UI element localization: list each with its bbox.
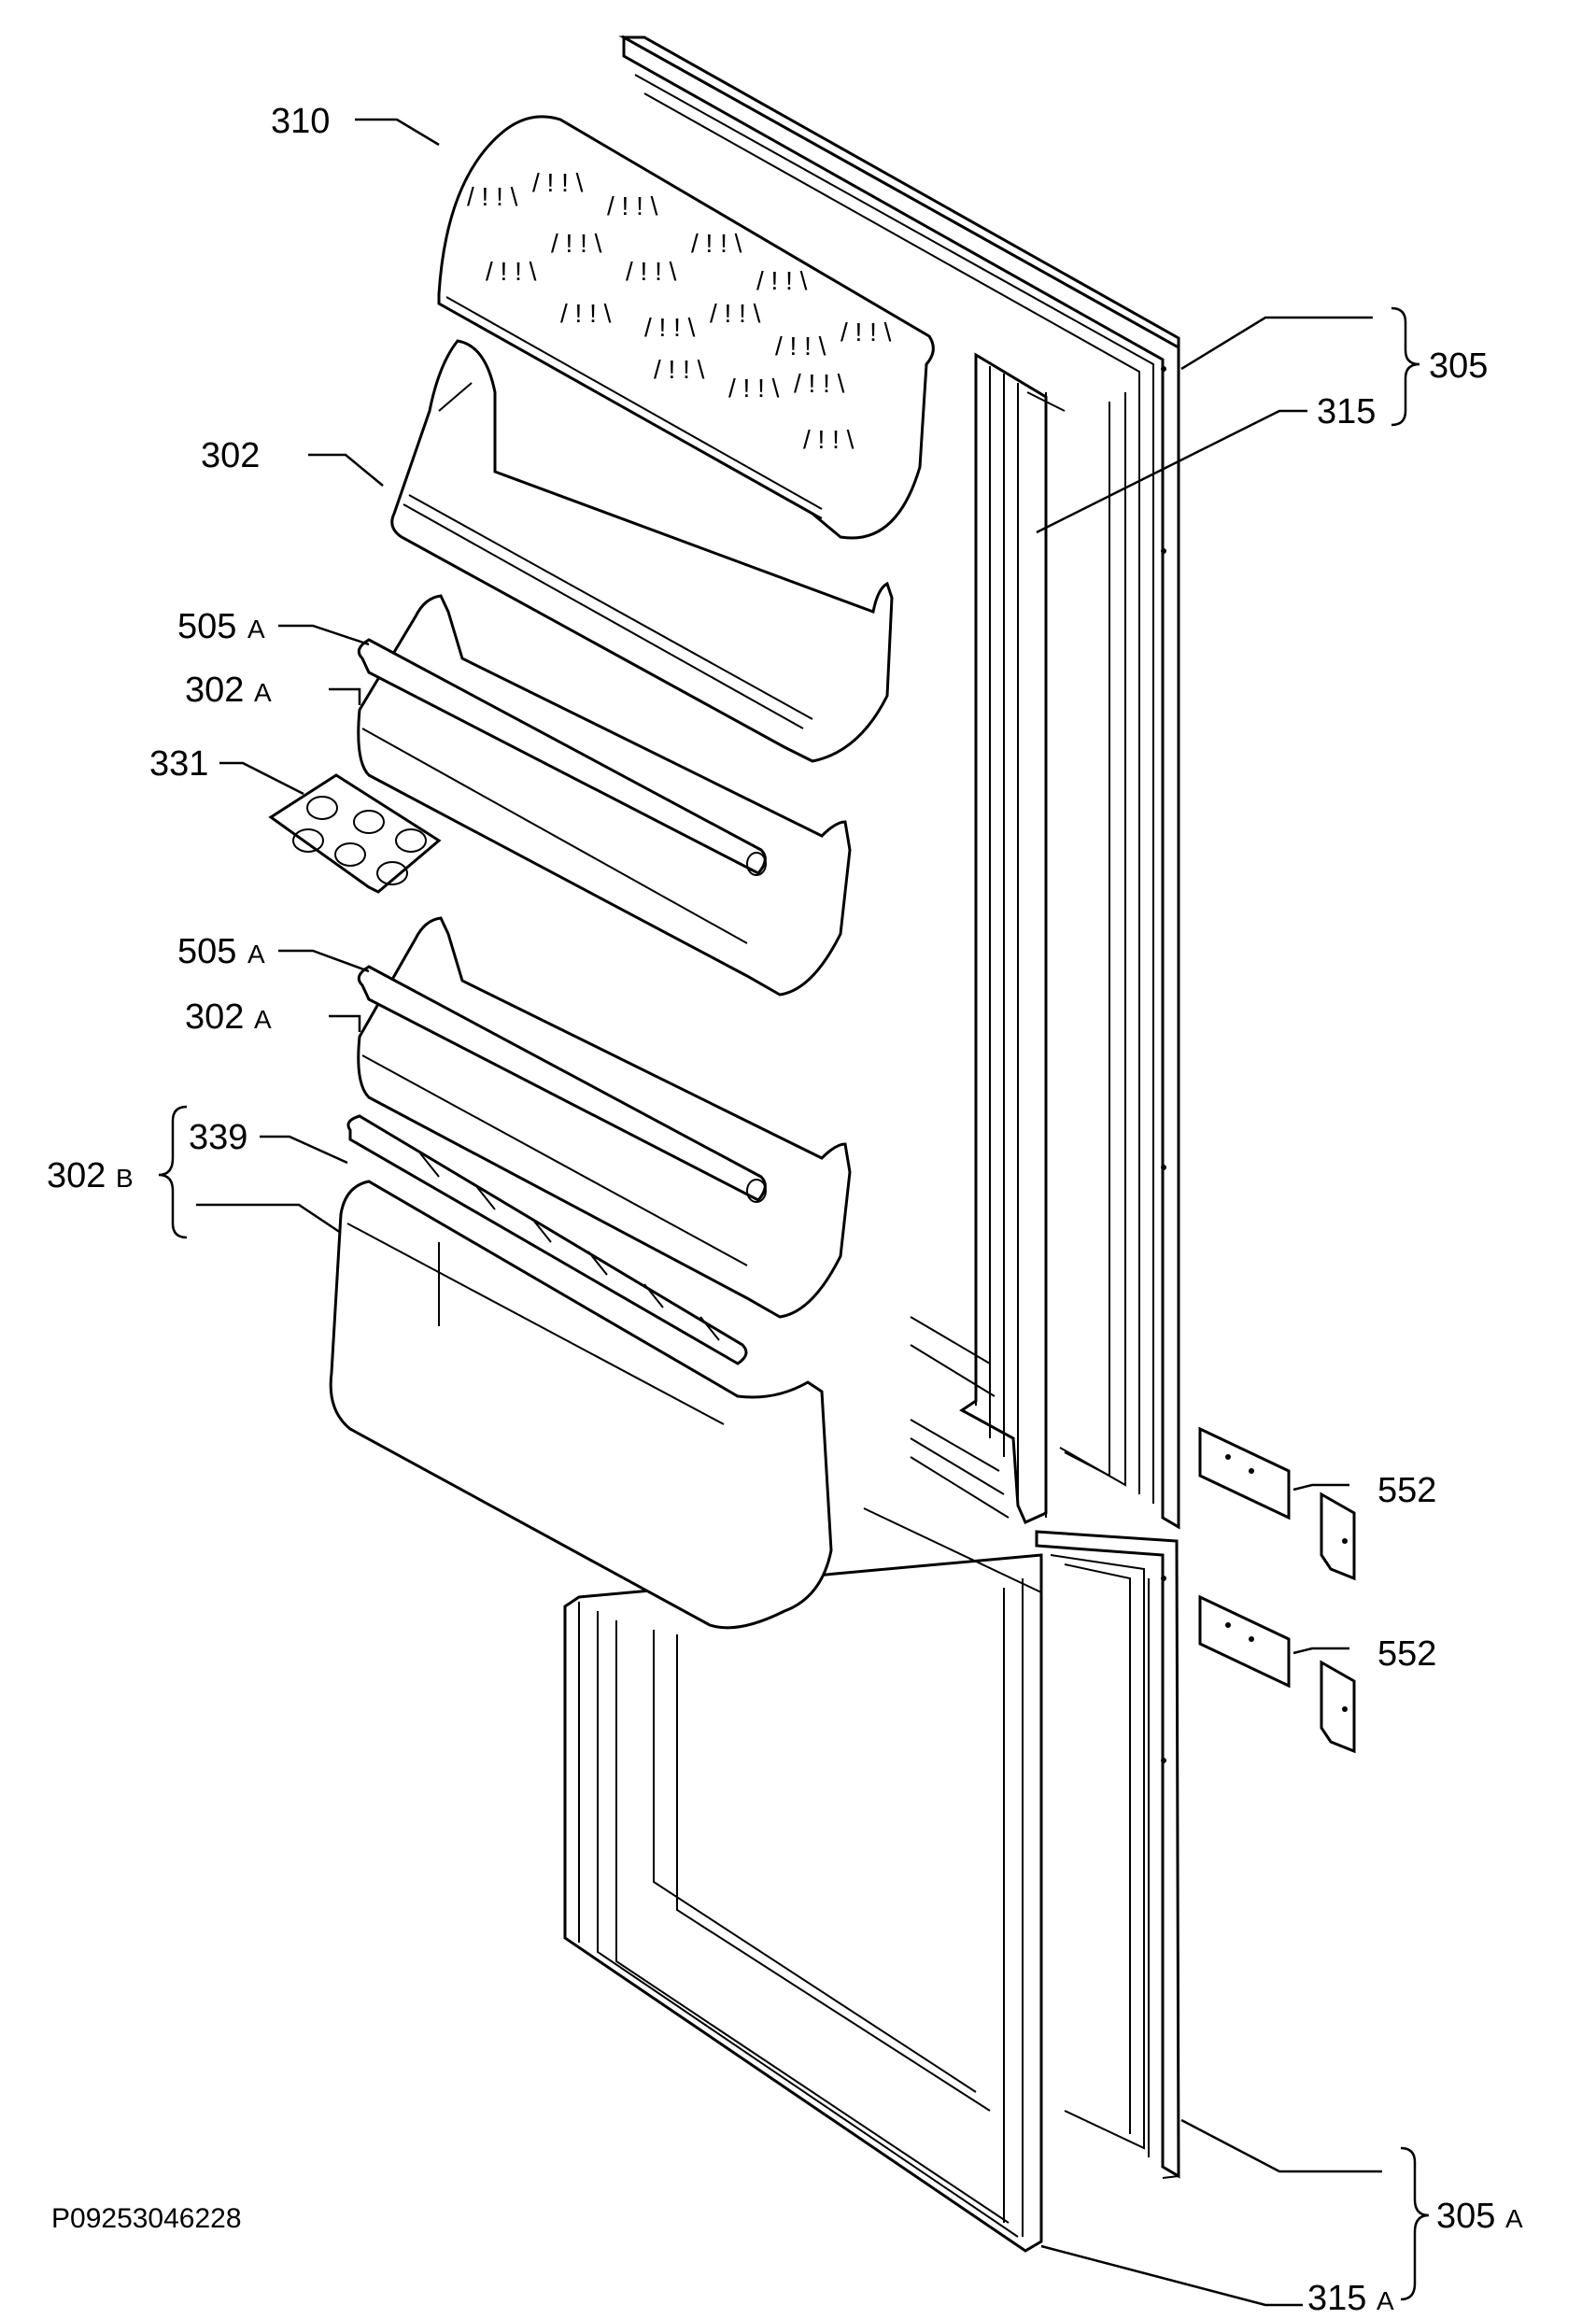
label-339: 339 xyxy=(189,1118,247,1157)
svg-text:/ ! ! \: / ! ! \ xyxy=(644,313,696,342)
svg-text:/ ! ! \: / ! ! \ xyxy=(775,332,826,361)
svg-text:/ ! ! \: / ! ! \ xyxy=(532,168,584,197)
brace-302b xyxy=(158,1105,188,1239)
label-302b-suffix: B xyxy=(116,1164,134,1193)
label-505a-2: 505 xyxy=(177,932,236,971)
svg-text:/ ! ! \: / ! ! \ xyxy=(607,191,658,220)
upper-door-gasket xyxy=(910,352,1066,1524)
upper-door-panel xyxy=(618,35,1180,1530)
brace-305 xyxy=(1391,306,1420,427)
label-305a-suffix: A xyxy=(1505,2204,1523,2233)
svg-text:/ ! ! \: / ! ! \ xyxy=(803,425,854,454)
svg-text:/ ! ! \: / ! ! \ xyxy=(728,374,780,403)
label-505a-2-suffix: A xyxy=(247,940,265,969)
label-302a-1: 302 xyxy=(185,671,244,710)
label-505a-1: 505 xyxy=(177,607,236,646)
label-315: 315 xyxy=(1317,392,1376,431)
svg-text:/ ! ! \: / ! ! \ xyxy=(486,257,537,286)
svg-text:/ ! ! \: / ! ! \ xyxy=(691,229,742,258)
label-552-1: 552 xyxy=(1377,1471,1436,1510)
label-310: 310 xyxy=(271,102,330,141)
part-552-hinge-2 xyxy=(1198,1594,1356,1754)
label-302a-1-suffix: A xyxy=(254,678,272,707)
leader-lines xyxy=(196,118,1382,2307)
svg-text:/ ! ! \: / ! ! \ xyxy=(560,299,612,328)
lower-door-gasket xyxy=(563,1507,1043,2253)
part-505a-bar-2 xyxy=(357,965,767,1203)
document-code: P09253046228 xyxy=(51,2203,242,2234)
label-305: 305 xyxy=(1429,346,1488,386)
label-315a-suffix: A xyxy=(1377,2286,1394,2314)
label-305a: 305 xyxy=(1436,2197,1495,2236)
lower-door-panel xyxy=(1035,1530,1180,2179)
svg-text:/ ! ! \: / ! ! \ xyxy=(626,257,677,286)
svg-text:/ ! ! \: / ! ! \ xyxy=(710,299,761,328)
label-302b: 302 xyxy=(47,1156,106,1195)
label-331: 331 xyxy=(149,744,208,784)
label-302: 302 xyxy=(201,436,260,475)
label-505a-1-suffix: A xyxy=(247,615,265,643)
part-302b-bin xyxy=(329,1180,833,1630)
part-339-rack xyxy=(346,1114,748,1365)
label-302a-2-suffix: A xyxy=(254,1005,272,1034)
label-302a-2: 302 xyxy=(185,997,244,1037)
part-310-cover: / ! ! \ / ! ! \ / ! ! \ / ! ! \ / ! ! \ … xyxy=(437,115,935,540)
svg-text:/ ! ! \: / ! ! \ xyxy=(551,229,602,258)
part-302-shelf xyxy=(390,339,894,763)
vent-pattern: / ! ! \ / ! ! \ / ! ! \ / ! ! \ / ! ! \ … xyxy=(467,168,892,454)
part-331-egg-tray xyxy=(268,773,442,894)
svg-text:/ ! ! \: / ! ! \ xyxy=(467,182,518,211)
label-552-2: 552 xyxy=(1377,1634,1436,1674)
svg-text:/ ! ! \: / ! ! \ xyxy=(654,355,705,384)
part-552-hinge-1 xyxy=(1198,1426,1356,1581)
brace-305a xyxy=(1400,2146,1430,2301)
label-315a: 315 xyxy=(1307,2279,1366,2314)
svg-text:/ ! ! \: / ! ! \ xyxy=(756,266,808,295)
svg-text:/ ! ! \: / ! ! \ xyxy=(840,318,892,346)
part-505a-bar-1 xyxy=(357,638,767,876)
svg-text:/ ! ! \: / ! ! \ xyxy=(794,369,845,398)
